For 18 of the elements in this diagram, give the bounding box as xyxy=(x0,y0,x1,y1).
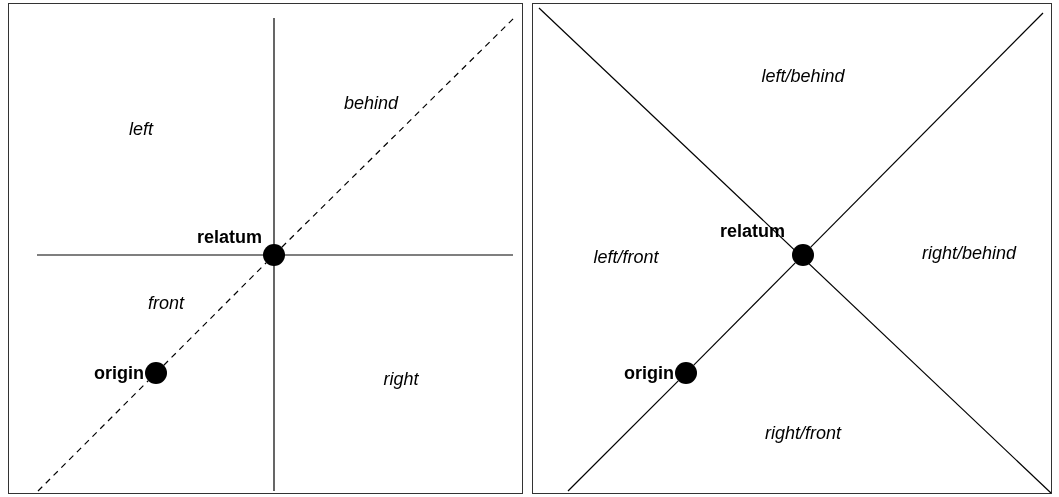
region-label: left/front xyxy=(593,247,659,267)
region-label: left xyxy=(129,119,153,139)
point-dot xyxy=(263,244,285,266)
point-label: origin xyxy=(94,363,144,383)
region-label: left/behind xyxy=(761,66,845,86)
point-dot xyxy=(792,244,814,266)
region-label: right/front xyxy=(765,423,841,443)
panel-frame xyxy=(8,3,523,494)
point-dot xyxy=(145,362,167,384)
region-label: front xyxy=(148,293,184,313)
region-label: right/behind xyxy=(921,243,1017,263)
point-label: origin xyxy=(624,363,674,383)
connector-line xyxy=(693,262,796,366)
region-label: behind xyxy=(343,93,399,113)
point-dot xyxy=(675,362,697,384)
point-label: relatum xyxy=(196,227,262,247)
connector-line xyxy=(163,262,267,366)
region-label: right xyxy=(383,369,419,389)
